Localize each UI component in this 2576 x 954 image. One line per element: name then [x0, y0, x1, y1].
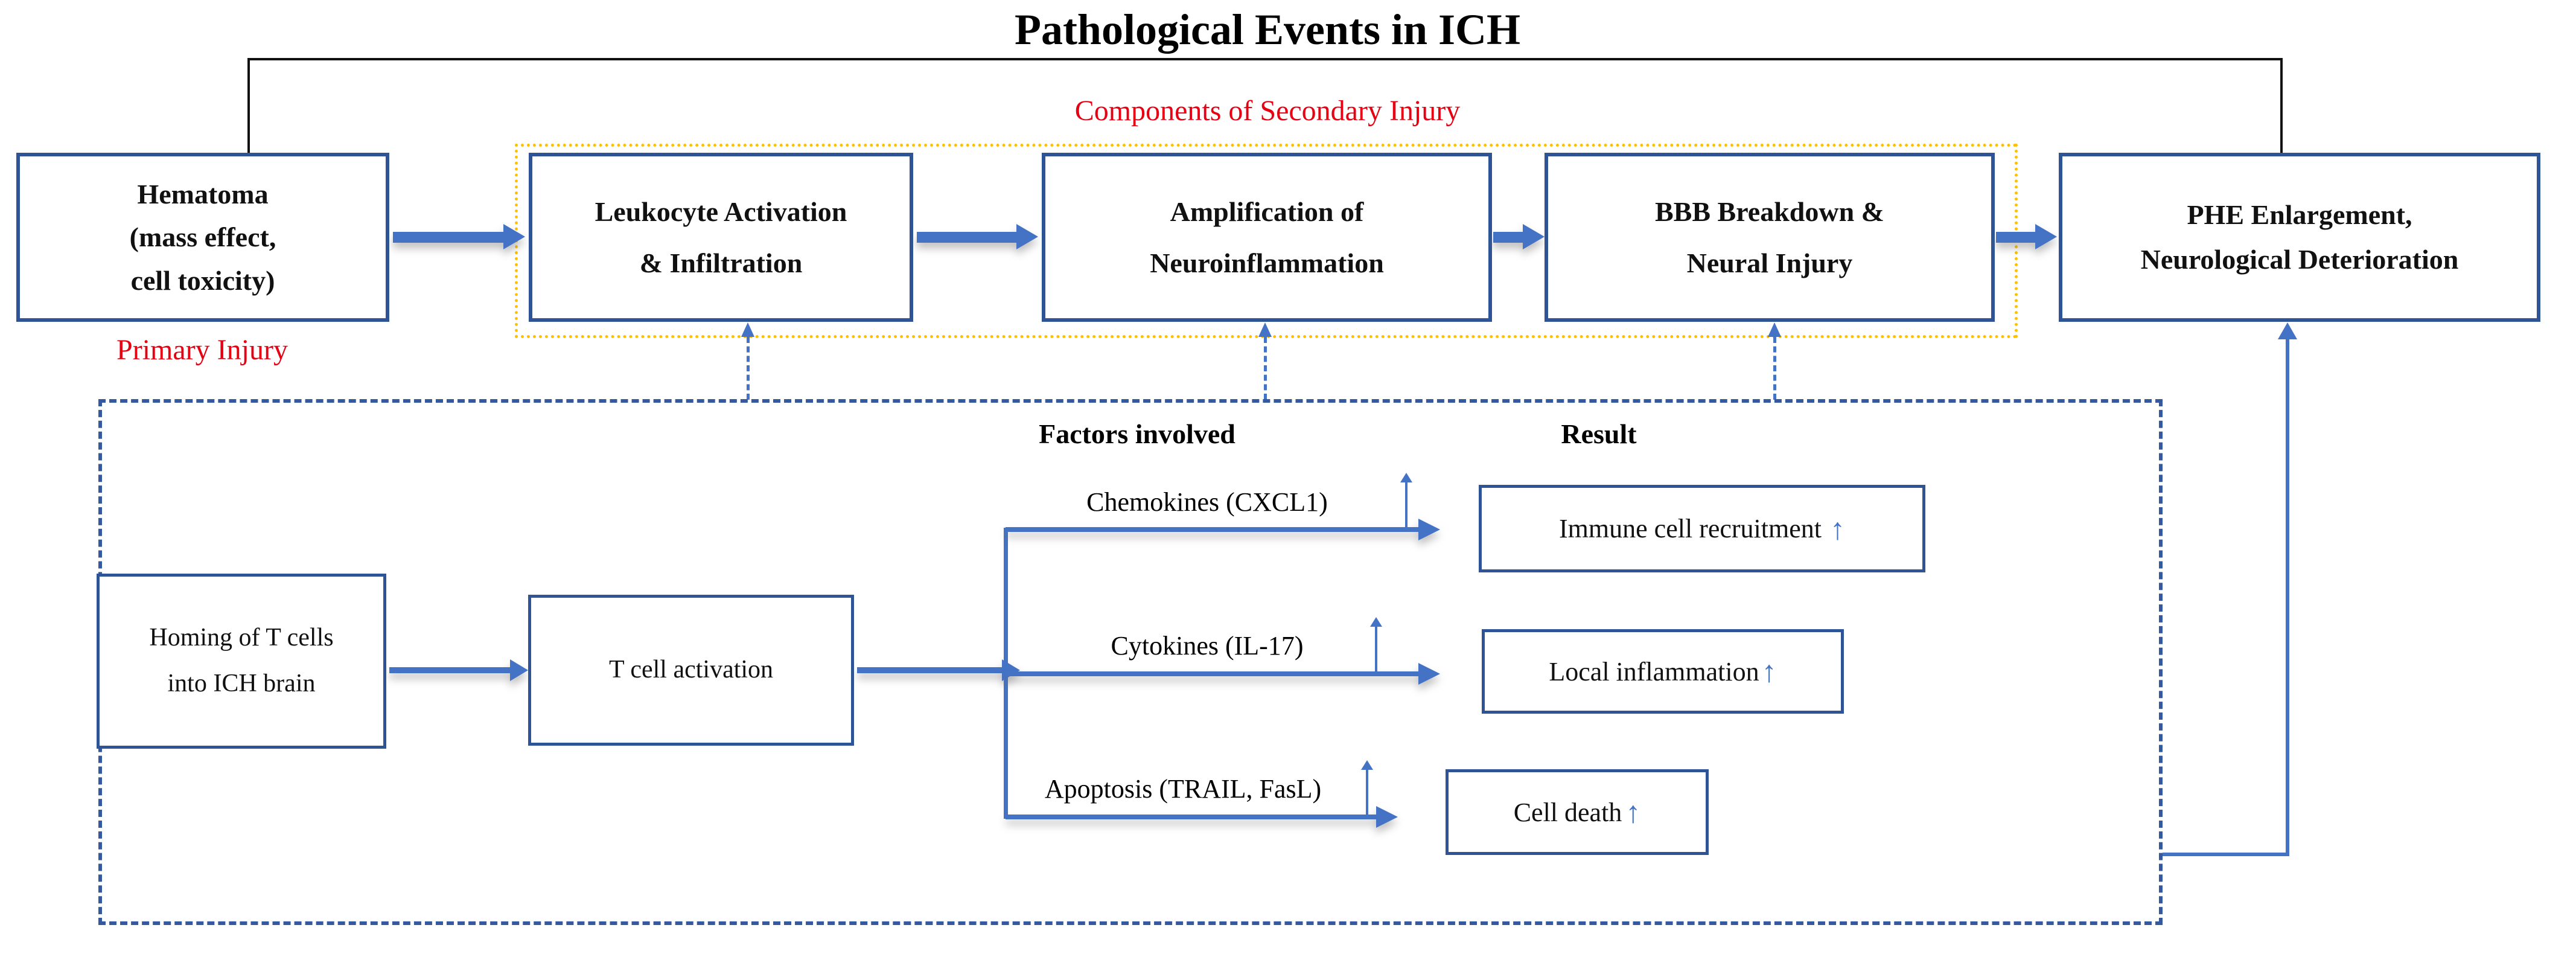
- bracket-line-left: [247, 58, 250, 155]
- diagram-title: Pathological Events in ICH: [1014, 5, 1521, 54]
- factor-cytokines-label: Cytokines (IL-17): [1111, 631, 1304, 661]
- box-line: PHE Enlargement,: [2187, 199, 2412, 231]
- arrow-bbb-to-phe: [1996, 224, 2057, 249]
- box-local-inflammation: Local inflammation ↑: [1482, 629, 1844, 714]
- arrow-hematoma-to-leukocyte: [393, 224, 525, 249]
- box-line: Neural Injury: [1686, 248, 1853, 278]
- arrow-cytokines-to-local: [1006, 663, 1440, 685]
- arrowhead-up-icon: [2278, 322, 2297, 339]
- feedback-line-vertical: [2286, 338, 2289, 856]
- arrow-chemokines-to-immune: [1006, 519, 1440, 540]
- up-arrow-icon: [1361, 760, 1373, 817]
- box-phe-enlargement: PHE Enlargement, Neurological Deteriorat…: [2059, 153, 2540, 322]
- dashed-arrow-to-amplification: [1264, 337, 1267, 400]
- arrow-amplification-to-bbb: [1493, 224, 1545, 249]
- box-homing-t-cells: Homing of T cells into ICH brain: [97, 574, 386, 749]
- arrow-homing-to-tcell: [389, 659, 528, 681]
- bracket-line-right: [2280, 58, 2283, 155]
- box-line: & Infiltration: [639, 248, 803, 278]
- box-bbb-breakdown: BBB Breakdown & Neural Injury: [1545, 153, 1995, 322]
- arrow-apoptosis-to-celldeath: [1006, 806, 1398, 828]
- dashed-arrow-to-bbb: [1773, 337, 1776, 400]
- up-arrow-icon: [1400, 473, 1412, 530]
- box-line: Neurological Deterioration: [2140, 244, 2459, 275]
- dashed-arrow-to-leukocyte: [747, 337, 750, 400]
- result-label: Immune cell recruitment: [1559, 514, 1822, 543]
- result-label: Local inflammation: [1549, 656, 1759, 687]
- arrowhead-up-icon: [741, 322, 754, 337]
- arrowhead-up-icon: [1768, 322, 1781, 337]
- secondary-injury-label: Components of Secondary Injury: [1074, 95, 1461, 127]
- up-arrow-icon: [1370, 617, 1382, 674]
- box-line: cell toxicity): [130, 264, 275, 296]
- box-line: Amplification of: [1170, 196, 1364, 227]
- arrowhead-up-icon: [1258, 322, 1272, 337]
- box-line: BBB Breakdown &: [1654, 196, 1885, 227]
- box-line: Homing of T cells: [149, 624, 334, 652]
- arrow-tcell-to-branch: [857, 659, 1020, 681]
- up-arrow-icon: ↑: [1761, 655, 1777, 688]
- factors-involved-header: Factors involved: [1039, 418, 1235, 449]
- result-label: Cell death: [1513, 797, 1622, 827]
- up-arrow-icon: ↑: [1625, 795, 1641, 829]
- box-line: into ICH brain: [167, 670, 316, 697]
- box-hematoma: Hematoma (mass effect, cell toxicity): [16, 153, 389, 322]
- box-amplification-neuroinflammation: Amplification of Neuroinflammation: [1042, 153, 1492, 322]
- box-cell-death: Cell death ↑: [1446, 769, 1709, 855]
- factor-chemokines-label: Chemokines (CXCL1): [1086, 487, 1328, 517]
- bracket-line-horizontal: [247, 58, 2283, 60]
- box-t-cell-activation: T cell activation: [528, 595, 854, 746]
- arrow-leukocyte-to-amplification: [917, 224, 1038, 249]
- primary-injury-label: Primary Injury: [116, 334, 288, 366]
- result-header: Result: [1561, 418, 1637, 449]
- box-line: Hematoma: [137, 179, 269, 210]
- box-line: T cell activation: [608, 656, 774, 684]
- factor-apoptosis-label: Apoptosis (TRAIL, FasL): [1044, 774, 1322, 804]
- box-line: Leukocyte Activation: [595, 196, 847, 227]
- box-immune-cell-recruitment: Immune cell recruitment ↑: [1479, 485, 1925, 572]
- up-arrow-icon: ↑: [1829, 511, 1845, 546]
- box-line: Neuroinflammation: [1150, 248, 1384, 278]
- box-leukocyte-activation: Leukocyte Activation & Infiltration: [529, 153, 913, 322]
- box-line: (mass effect,: [129, 222, 276, 253]
- feedback-line-horizontal: [2163, 853, 2289, 856]
